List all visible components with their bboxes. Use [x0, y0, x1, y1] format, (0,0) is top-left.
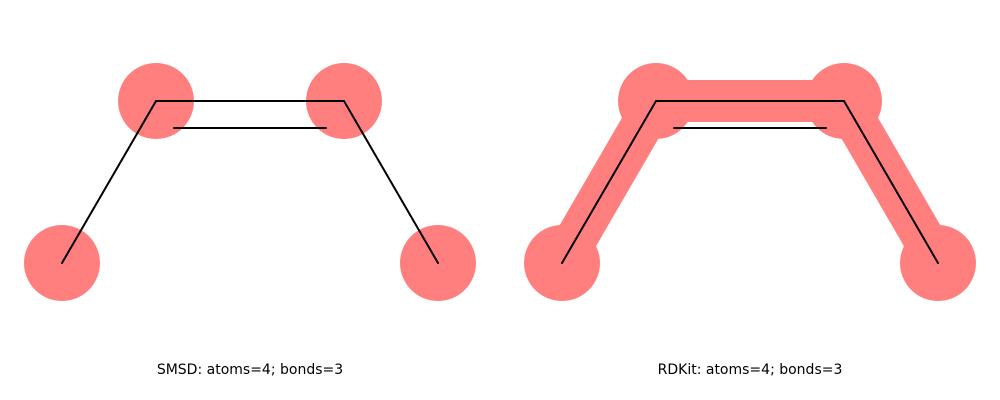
bond-3-4	[843, 100, 939, 264]
smsd-molecule-drawing	[24, 63, 476, 301]
rdkit-panel: RDKit: atoms=4; bonds=3	[500, 0, 1000, 400]
rdkit-caption: RDKit: atoms=4; bonds=3	[657, 362, 843, 378]
atom-highlights	[24, 63, 476, 301]
smsd-caption: SMSD: atoms=4; bonds=3	[156, 362, 344, 378]
bond-3-4	[343, 100, 439, 264]
bonds	[561, 100, 939, 264]
bonds	[61, 100, 439, 264]
bond-highlights	[541, 80, 959, 284]
rdkit-molecule-drawing	[524, 63, 976, 301]
bond-1-2	[61, 100, 157, 264]
smsd-panel: SMSD: atoms=4; bonds=3	[24, 63, 476, 378]
bond-1-2	[561, 100, 657, 264]
